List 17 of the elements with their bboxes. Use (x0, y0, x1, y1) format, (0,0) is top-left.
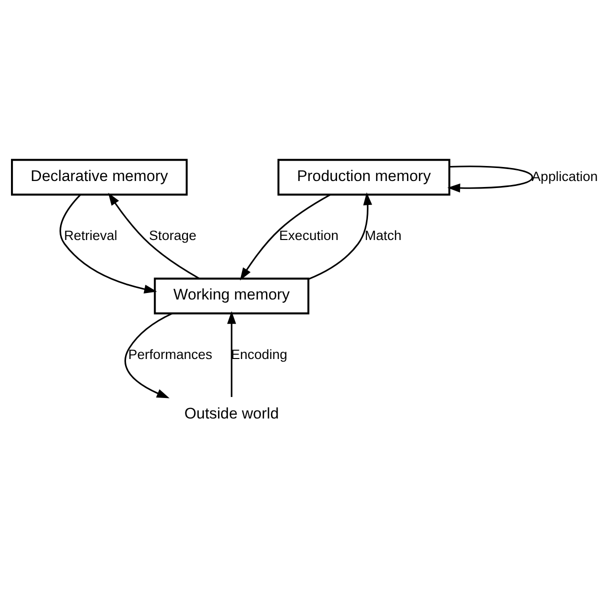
arrow (60, 194, 157, 293)
arrow (308, 192, 372, 280)
arrow (447, 165, 534, 192)
edge-label: Match (364, 228, 402, 243)
arrow (124, 312, 173, 398)
edge-label: Execution (279, 228, 338, 243)
edge-label: Application (532, 168, 598, 184)
node-box: Declarative memory (10, 158, 188, 196)
edge-label: Storage (149, 228, 196, 243)
arrow (240, 194, 331, 280)
node-text: Outside world (184, 404, 279, 422)
arrow (108, 192, 200, 279)
arrow (227, 310, 236, 396)
node-box: Production memory (277, 158, 450, 196)
edge-label: Performances (128, 346, 212, 362)
edge-label: Retrieval (64, 228, 118, 243)
node-box: Working memory (154, 277, 310, 314)
